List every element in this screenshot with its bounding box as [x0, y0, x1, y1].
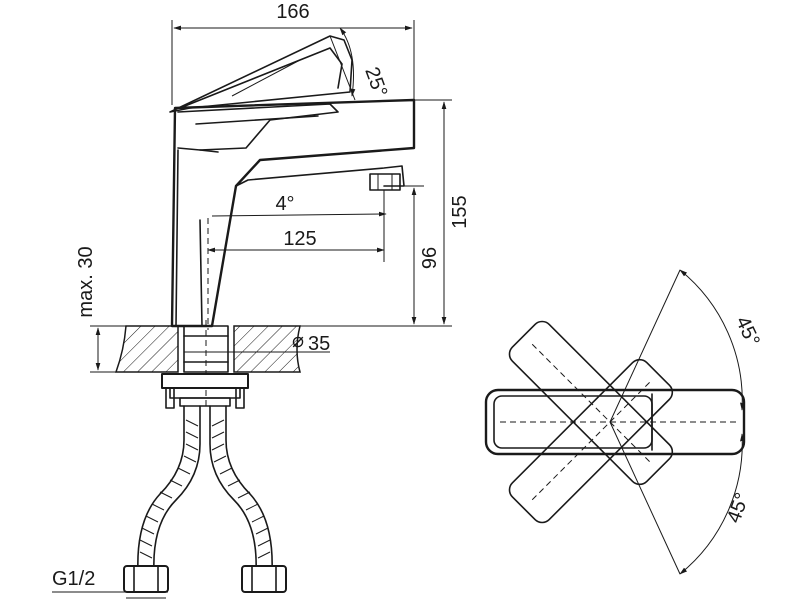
flex-hoses: [123, 405, 287, 593]
dim-rotation-right-label: 45°: [723, 490, 754, 526]
dim-total-height-label: 155: [449, 195, 471, 228]
side-view: 166 25°: [52, 1, 471, 599]
dim-spout-height-label: 96: [419, 247, 441, 269]
countertop-section: [114, 320, 301, 410]
dim-lever-tilt-label: 25°: [360, 64, 391, 100]
dim-heights: 96 155: [300, 99, 471, 327]
dim-rotation-left-label: 45°: [731, 313, 764, 350]
dim-total-length-label: 166: [276, 1, 309, 23]
dim-hole-diameter: ⌀ 35: [184, 330, 330, 355]
dim-hole-diameter-label: 35: [308, 333, 330, 355]
dim-spout-reach-label: 125: [283, 228, 316, 250]
top-view: 45° 45°: [484, 269, 764, 575]
dim-max-thickness-label: max. 30: [75, 246, 97, 317]
dim-thread-label: G1/2: [52, 568, 95, 590]
dim-total-length: 166: [171, 1, 415, 105]
mounting-hardware: [161, 373, 249, 409]
dim-max-thickness: max. 30: [75, 246, 126, 373]
dim-spout: 4° 125: [207, 190, 387, 330]
dim-thread: G1/2: [52, 568, 168, 599]
lever-top: [484, 388, 746, 456]
lever: [169, 35, 353, 113]
dim-spout-angle-label: 4°: [275, 193, 294, 215]
diameter-icon: ⌀: [292, 330, 304, 352]
